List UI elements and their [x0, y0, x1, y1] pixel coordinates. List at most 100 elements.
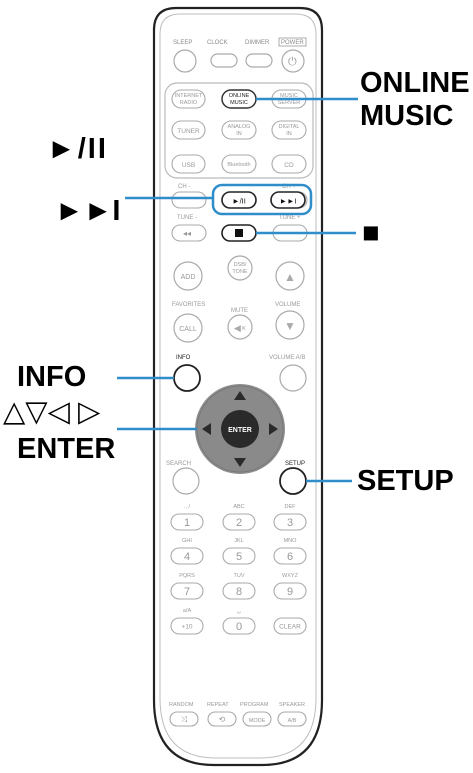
add-label: ADD	[181, 274, 196, 281]
tune-plus-label: TUNE +	[279, 215, 301, 221]
key-letters-label: DEF	[285, 504, 297, 510]
number-key-8[interactable]	[222, 582, 256, 600]
sleep-button[interactable]	[173, 49, 197, 73]
skip-forward-icon: ►►I	[280, 197, 297, 206]
setup-button[interactable]	[279, 467, 307, 495]
repeat-button[interactable]	[207, 711, 237, 727]
usb-button[interactable]	[171, 154, 206, 174]
cursor-down-icon[interactable]	[234, 458, 246, 467]
info-callout: INFO	[17, 361, 87, 393]
info-small-label: INFO	[176, 355, 191, 361]
online-music-label-2: MUSIC	[230, 100, 248, 106]
volume-up-button[interactable]	[275, 261, 305, 291]
bluetooth-label: Bluetooth	[227, 162, 250, 168]
info-button[interactable]	[173, 364, 201, 392]
cd-label: CD	[284, 162, 294, 169]
program-label: PROGRAM	[240, 702, 269, 708]
clock-button[interactable]	[210, 53, 238, 68]
cd-button[interactable]	[271, 154, 307, 174]
dimmer-button[interactable]	[245, 53, 273, 68]
analog-in-label-2: IN	[236, 131, 242, 137]
internet-radio-label: INTERNET	[175, 93, 203, 99]
volume-down-icon: ▼	[284, 319, 296, 333]
key-letters-label: MNO	[284, 538, 298, 544]
number-key-label: 9	[287, 586, 293, 598]
skip-callout: ►►I	[55, 195, 121, 227]
favorites-label: FAVORITES	[172, 302, 205, 308]
rewind-icon: ◂◂	[183, 229, 191, 238]
stop-icon	[235, 229, 243, 237]
number-key-0[interactable]	[222, 617, 256, 635]
number-key-+10[interactable]	[170, 617, 204, 635]
play-pause-callout: ►/II	[47, 133, 108, 165]
tune-minus-button[interactable]	[171, 224, 207, 242]
play-pause-button[interactable]	[221, 191, 257, 209]
number-keypad: ., /1ABC2DEF3GHI4JKL5MNO6PQRS7TUV8WXYZ9a…	[170, 504, 307, 635]
power-label: POWER	[281, 40, 304, 46]
digital-in-button[interactable]	[271, 120, 307, 140]
speaker-ab-button[interactable]	[277, 711, 307, 727]
key-letters-label: WXYZ	[282, 573, 299, 579]
random-icon: ⤨	[181, 715, 188, 724]
repeat-label: REPEAT	[207, 702, 229, 708]
number-key-9[interactable]	[273, 582, 307, 600]
cursor-up-icon[interactable]	[234, 391, 246, 400]
ch-minus-button[interactable]	[171, 191, 207, 209]
random-button[interactable]	[169, 711, 199, 727]
volume-down-button[interactable]	[275, 310, 305, 340]
mute-icon: ◀×	[234, 323, 246, 333]
mode-button[interactable]	[242, 711, 272, 727]
power-button[interactable]	[281, 49, 305, 73]
number-key-label: 7	[184, 586, 190, 598]
search-button[interactable]	[172, 467, 200, 495]
key-letters-label: ␣	[237, 608, 241, 614]
internet-radio-label-2: RADIO	[180, 100, 198, 106]
analog-in-label: ANALOG	[228, 124, 251, 130]
power-icon: ⏻	[288, 56, 297, 68]
number-key-label: 5	[236, 551, 242, 563]
tuner-button[interactable]	[171, 120, 206, 140]
cursor-right-icon[interactable]	[269, 423, 278, 435]
add-button[interactable]	[173, 261, 203, 291]
number-key-4[interactable]	[170, 547, 204, 565]
stop-callout: ■	[362, 217, 380, 249]
music-server-label-2: SERVER	[278, 100, 301, 106]
number-key-2[interactable]	[222, 513, 256, 531]
number-key-3[interactable]	[273, 513, 307, 531]
analog-in-button[interactable]	[221, 120, 257, 140]
number-key-7[interactable]	[170, 582, 204, 600]
play-skip-highlight	[211, 183, 313, 216]
usb-label: USB	[182, 162, 195, 169]
play-pause-icon: ►/II	[232, 197, 246, 206]
speaker-label: SPEAKER	[279, 702, 305, 708]
enter-button[interactable]	[221, 410, 259, 448]
dsb-label: DSB/	[234, 262, 247, 268]
number-key-1[interactable]	[170, 513, 204, 531]
setup-callout: SETUP	[357, 465, 454, 497]
call-button[interactable]	[173, 313, 203, 343]
number-key-5[interactable]	[222, 547, 256, 565]
dsb-tone-button[interactable]	[227, 255, 253, 281]
mute-button[interactable]	[227, 314, 253, 340]
volume-ab-button[interactable]	[279, 364, 307, 392]
number-key-label: 1	[184, 517, 190, 529]
tuner-label: TUNER	[177, 128, 200, 135]
digital-in-label: DIGITAL	[279, 124, 300, 130]
volume-ab-label: VOLUME A/B	[269, 355, 305, 361]
number-key-CLEAR[interactable]	[273, 617, 307, 635]
key-letters-label: PQRS	[179, 573, 195, 579]
power-label-box	[278, 37, 307, 47]
internet-radio-button[interactable]	[171, 89, 206, 109]
volume-label: VOLUME	[275, 302, 300, 308]
number-key-label: 6	[287, 551, 293, 563]
skip-forward-button[interactable]	[270, 191, 306, 209]
search-label: SEARCH	[166, 461, 191, 467]
dimmer-label: DIMMER	[245, 40, 270, 46]
online-music-callout-line2: MUSIC	[360, 100, 454, 132]
cursor-left-icon[interactable]	[202, 423, 211, 435]
number-key-6[interactable]	[273, 547, 307, 565]
ch-plus-label: CH +	[282, 184, 296, 190]
number-key-label: CLEAR	[279, 624, 301, 631]
bluetooth-button[interactable]	[221, 154, 257, 174]
key-letters-label: GHI	[182, 538, 192, 544]
